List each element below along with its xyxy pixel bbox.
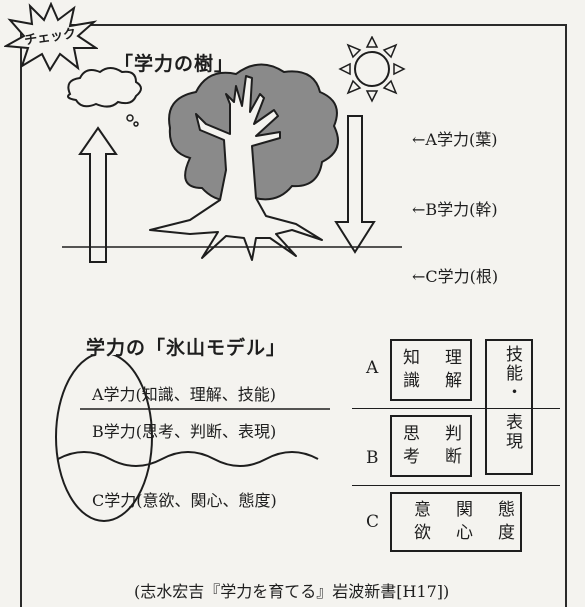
box-b-line1: 思 判 <box>403 424 466 444</box>
box-a-line2: 識 解 <box>403 371 466 391</box>
row-label-c: C <box>366 512 380 532</box>
box-side-bottom: 表現 <box>502 413 522 451</box>
tree-title: 「学力の樹」 <box>114 53 235 75</box>
iceberg-diagram <box>55 355 330 522</box>
tree-label-a: ←A学力(葉) <box>412 130 498 149</box>
check-badge: チェック <box>2 1 100 73</box>
box-c-line1: 意 関 態 <box>414 500 519 520</box>
box-side-top: 技能・ <box>502 345 522 402</box>
row-label-b: B <box>366 448 379 468</box>
sun-icon <box>338 36 406 103</box>
tree-label-c: ←C学力(根) <box>412 267 499 286</box>
row-label-a: A <box>366 358 379 378</box>
citation: (志水宏吉『学力を育てる』岩波新書[H17]) <box>134 582 450 601</box>
divider-lower <box>352 485 560 486</box>
page-frame <box>20 24 567 607</box>
box-c: 意 関 態 欲 心 度 <box>390 492 522 552</box>
iceberg-item-b: B学力(思考、判断、表現) <box>92 422 277 441</box>
up-arrow-icon <box>78 126 118 263</box>
tree-illustration <box>62 36 406 263</box>
box-a: 知 理 識 解 <box>390 339 472 401</box>
iceberg-item-a: A学力(知識、理解、技能) <box>92 385 277 404</box>
starburst-icon <box>2 1 100 73</box>
iceberg-title: 学力の「氷山モデル」 <box>86 337 287 359</box>
box-side: 技能・ 表現 <box>485 339 533 475</box>
tree-label-b: ←B学力(幹) <box>412 200 498 219</box>
box-b-line2: 考 断 <box>403 447 466 467</box>
iceberg-item-c: C学力(意欲、関心、態度) <box>92 491 277 510</box>
cloud-icon <box>67 67 142 127</box>
box-b: 思 判 考 断 <box>390 415 472 477</box>
divider-upper <box>352 408 560 409</box>
box-a-line1: 知 理 <box>403 348 466 368</box>
tree-trunk <box>149 75 323 261</box>
box-c-line2: 欲 心 度 <box>414 523 519 543</box>
down-arrow-icon <box>334 115 376 254</box>
